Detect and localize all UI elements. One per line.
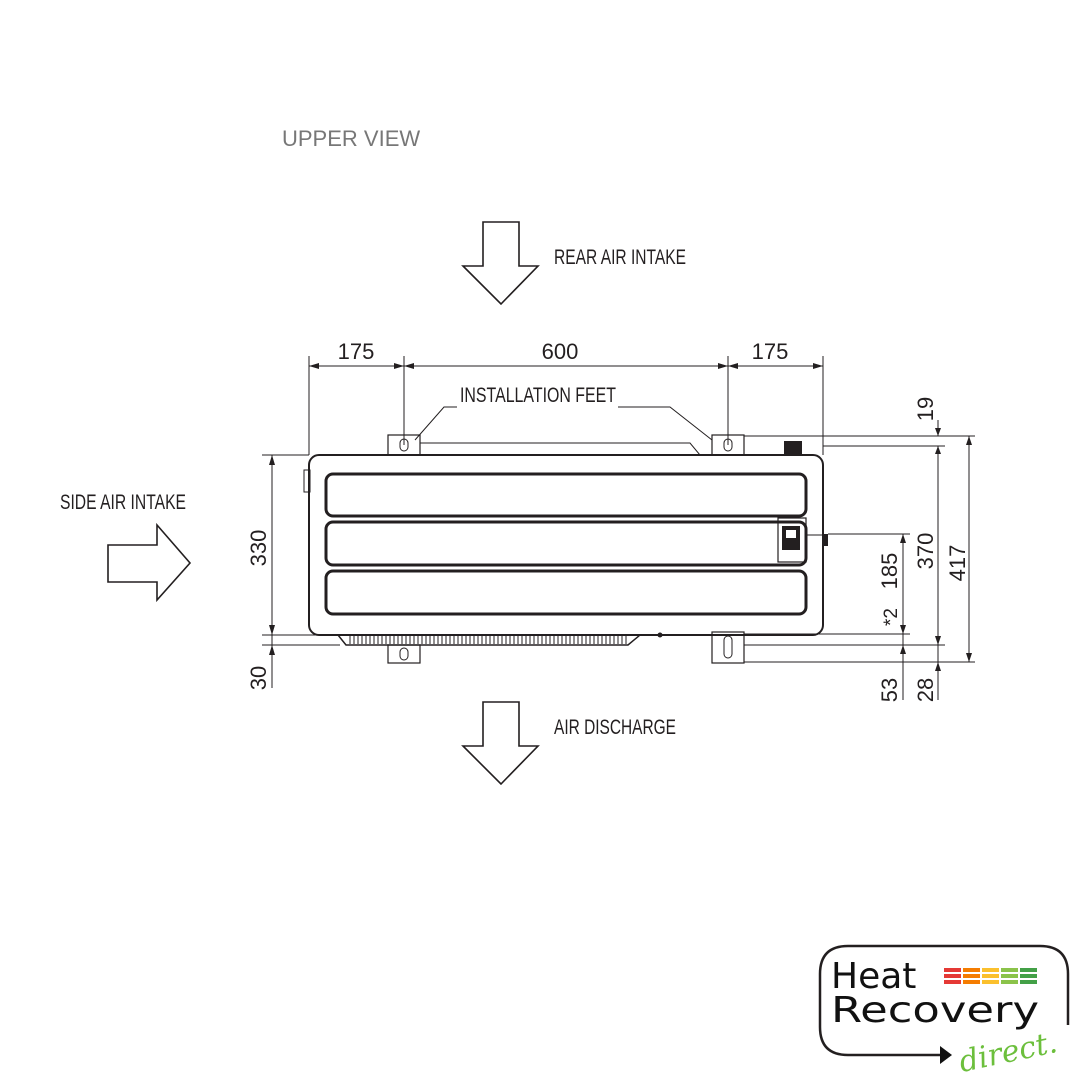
logo-bar [1001,974,1018,978]
logo-bar [944,980,961,984]
dim-top-middle: 600 [542,339,579,364]
logo-bar [963,980,980,984]
dim-left-bottom: 30 [246,666,271,690]
right-dimensions [744,420,975,700]
dim-right-53: 53 [877,678,902,702]
top-dimension-chain [308,356,824,455]
service-valve [777,517,823,563]
logo-bar [1020,980,1037,984]
logo-recovery: Recovery [831,990,1039,1031]
side-tab [303,469,311,493]
logo-bar [1001,980,1018,984]
logo-bar [1020,974,1037,978]
rear-intake-arrow [461,221,540,306]
logo-bar [1001,968,1018,972]
dim-left-height: 330 [246,530,271,567]
air-discharge-label: AIR DISCHARGE [554,716,676,739]
unit-body [308,454,824,636]
louver-panel-middle [324,520,808,567]
heat-recovery-direct-logo: Heat Recovery direct. [818,944,1070,1080]
dim-right-28: 28 [913,678,938,702]
dim-top-right: 175 [752,339,789,364]
side-air-intake-label: SIDE AIR INTAKE [60,491,186,514]
dim-top-left: 175 [338,339,375,364]
louver-panel-bottom [324,569,808,616]
view-title: UPPER VIEW [282,126,420,151]
discharge-grille [336,634,643,646]
dim-right-star2: *2 [881,608,902,626]
logo-bar [982,980,999,984]
dim-right-185: 185 [877,553,902,590]
side-port [823,534,828,546]
feet-leader-right [618,406,713,441]
logo-bar [944,974,961,978]
top-connector [784,441,802,455]
logo-bar [982,974,999,978]
logo-heat: Heat [831,956,916,997]
logo-bar [982,968,999,972]
dim-right-370: 370 [913,533,938,570]
logo-bar [963,968,980,972]
logo-bar [944,968,961,972]
logo-arrow-icon [940,1046,952,1064]
logo-bar [963,974,980,978]
bottom-foot-right [711,631,745,664]
logo-energy-bars [944,968,1037,984]
louver-panel-top [324,472,808,518]
drain-point [657,632,663,638]
rear-air-intake-label: REAR AIR INTAKE [554,246,686,269]
left-dimensions [262,454,340,688]
air-discharge-arrow [461,701,540,786]
bottom-foot-left [387,644,421,664]
rear-housing [419,442,702,456]
installation-feet-label: INSTALLATION FEET [460,384,616,407]
dim-right-417: 417 [945,545,970,582]
side-intake-arrow [107,522,192,603]
logo-direct: direct. [956,1025,1060,1080]
logo-bar [1020,968,1037,972]
feet-leader-left [414,406,457,441]
dim-right-19: 19 [913,397,938,421]
